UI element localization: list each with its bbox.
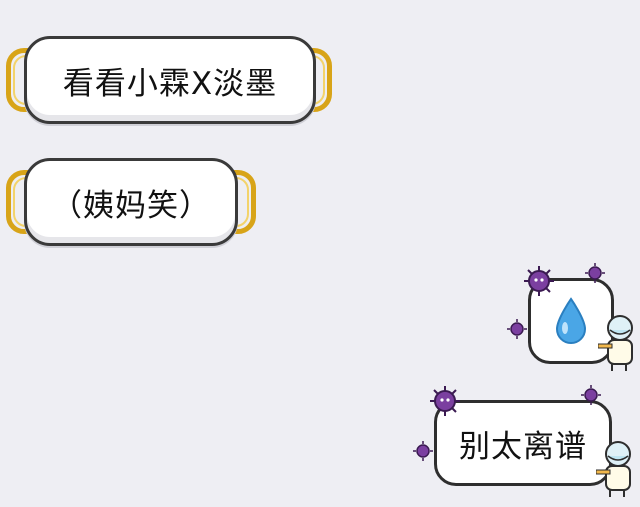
message-bubble[interactable] bbox=[528, 278, 614, 364]
virus-icon bbox=[430, 386, 460, 416]
message-text: （姨妈笑） bbox=[51, 187, 211, 224]
water-drop-icon bbox=[555, 297, 587, 344]
virus-icon bbox=[581, 385, 601, 405]
message-bubble[interactable]: 看看小霖X淡墨 bbox=[24, 36, 316, 124]
message-bubble[interactable]: （姨妈笑） bbox=[24, 158, 238, 246]
virus-icon bbox=[585, 263, 605, 283]
message-row-3 bbox=[490, 262, 640, 372]
virus-icon bbox=[413, 441, 433, 461]
virus-icon bbox=[507, 319, 527, 339]
message-row-2: （姨妈笑） bbox=[0, 152, 640, 252]
doctor-icon bbox=[598, 315, 633, 371]
virus-icon bbox=[524, 266, 554, 296]
message-bubble[interactable]: 别太离谱 bbox=[434, 400, 612, 486]
message-text: 看看小霖X淡墨 bbox=[62, 65, 278, 102]
message-text: 别太离谱 bbox=[459, 428, 587, 465]
message-row-1: 看看小霖X淡墨 bbox=[0, 30, 640, 130]
message-row-4: 别太离谱 bbox=[412, 382, 640, 507]
doctor-icon bbox=[596, 441, 631, 497]
